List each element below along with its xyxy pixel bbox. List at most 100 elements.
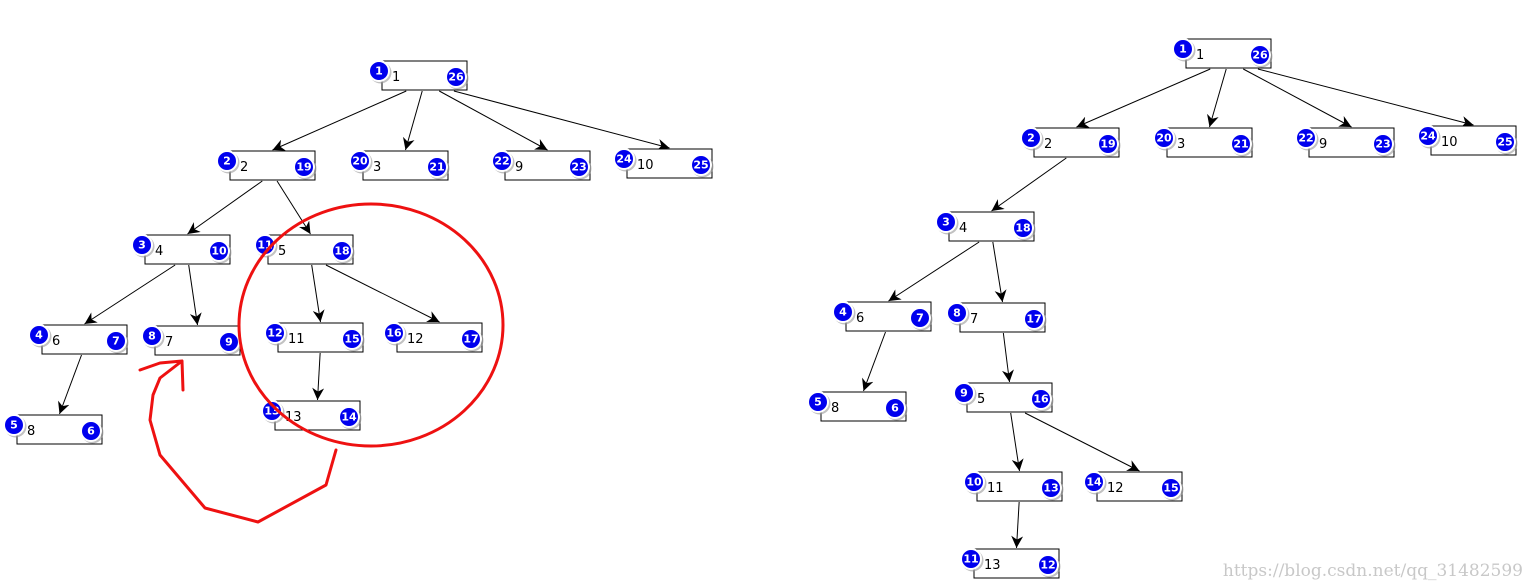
tree-edge [1243, 68, 1352, 128]
badge-number: 11 [963, 553, 978, 566]
order-badge-exit: 14 [338, 406, 362, 430]
tree-edge [1010, 412, 1024, 472]
badge-number: 25 [693, 159, 708, 172]
order-badge-exit: 19 [1097, 133, 1121, 157]
order-badge-exit: 10 [208, 240, 232, 264]
badge-number: 16 [386, 327, 402, 340]
tree-node: 9 22 23 [491, 150, 592, 181]
node-label: 2 [240, 160, 248, 175]
badge-number: 20 [1156, 132, 1172, 145]
badge-number: 18 [334, 245, 349, 258]
badge-number: 24 [1420, 130, 1436, 143]
order-badge-exit: 12 [1037, 554, 1061, 578]
badge-number: 18 [1015, 222, 1030, 235]
badge-number: 21 [1233, 138, 1248, 151]
node-label: 6 [856, 311, 864, 326]
order-badge-exit: 7 [105, 330, 129, 354]
badge-number: 17 [1026, 313, 1041, 326]
tree-node: 43 18 [935, 211, 1036, 242]
node-label: 13 [984, 558, 1001, 573]
order-badge-enter: 3 [935, 211, 959, 235]
badge-number: 7 [916, 312, 924, 325]
node-label: 4 [959, 221, 967, 236]
badge-number: 2 [223, 155, 231, 168]
node-label: 8 [27, 424, 35, 439]
badge-number: 17 [463, 333, 478, 346]
order-badge-enter: 24 [1417, 125, 1441, 149]
order-badge-exit: 19 [293, 156, 317, 180]
badge-number: 22 [494, 155, 509, 168]
order-badge-enter: 22 [491, 150, 515, 174]
order-badge-enter: 4 [28, 324, 52, 348]
node-label: 5 [977, 392, 985, 407]
order-badge-enter: 12 [264, 322, 288, 346]
badge-number: 26 [448, 71, 464, 84]
node-label: 9 [515, 160, 523, 175]
badge-number: 14 [341, 411, 357, 424]
badge-number: 10 [211, 245, 227, 258]
node-label: 9 [1319, 137, 1327, 152]
order-badge-exit: 6 [80, 420, 104, 444]
tree-edge [276, 180, 311, 235]
order-badge-enter: 20 [349, 150, 373, 174]
node-label: 10 [1441, 135, 1458, 150]
badge-number: 14 [1086, 476, 1102, 489]
badge-number: 5 [814, 396, 822, 409]
order-badge-exit: 18 [1012, 217, 1036, 241]
tree-edge [402, 90, 423, 151]
node-label: 7 [165, 335, 173, 350]
node-label: 8 [831, 401, 839, 416]
order-badge-exit: 25 [690, 154, 714, 178]
watermark: https://blog.csdn.net/qq_31482599 [1222, 561, 1523, 581]
badge-number: 23 [571, 161, 586, 174]
order-badge-enter: 5 [3, 414, 27, 438]
tree-node: 64 7 [832, 301, 933, 332]
node-label: 3 [1177, 137, 1185, 152]
order-badge-enter: 16 [383, 322, 407, 346]
tree-edge [84, 264, 176, 325]
order-badge-enter: 24 [613, 148, 637, 172]
badge-number: 4 [839, 306, 847, 319]
red-curved-arrow-annotation [138, 359, 338, 524]
badge-number: 10 [966, 476, 982, 489]
order-badge-enter: 11 [960, 548, 984, 572]
node-label: 12 [407, 332, 424, 347]
tree-edge [1011, 501, 1024, 549]
badge-number: 19 [1100, 138, 1115, 151]
badge-number: 12 [1040, 559, 1055, 572]
tree-edge [1076, 68, 1211, 128]
order-badge-exit: 7 [909, 307, 933, 331]
badge-number: 3 [942, 216, 950, 229]
badge-number: 1 [1179, 43, 1187, 56]
node-label: 12 [1107, 481, 1124, 496]
tree-edge [991, 157, 1067, 212]
order-badge-enter: 1 [368, 60, 392, 84]
tree-edge [1207, 68, 1227, 128]
tree-edge [58, 354, 82, 415]
order-badge-enter: 20 [1153, 127, 1177, 151]
badge-number: 15 [344, 333, 359, 346]
order-badge-enter: 1 [1172, 38, 1196, 62]
order-badge-enter: 9 [953, 382, 977, 406]
order-badge-exit: 23 [1372, 133, 1396, 157]
node-label: 5 [278, 244, 286, 259]
tree-edge [311, 264, 325, 323]
node-label: 7 [970, 312, 978, 327]
node-label: 11 [288, 332, 305, 347]
order-badge-exit: 15 [341, 328, 365, 352]
tree-edge [862, 331, 886, 392]
order-badge-exit: 26 [1249, 44, 1273, 68]
order-badge-exit: 18 [331, 240, 355, 264]
node-label: 4 [155, 244, 163, 259]
red-circle-annotation [237, 202, 505, 448]
